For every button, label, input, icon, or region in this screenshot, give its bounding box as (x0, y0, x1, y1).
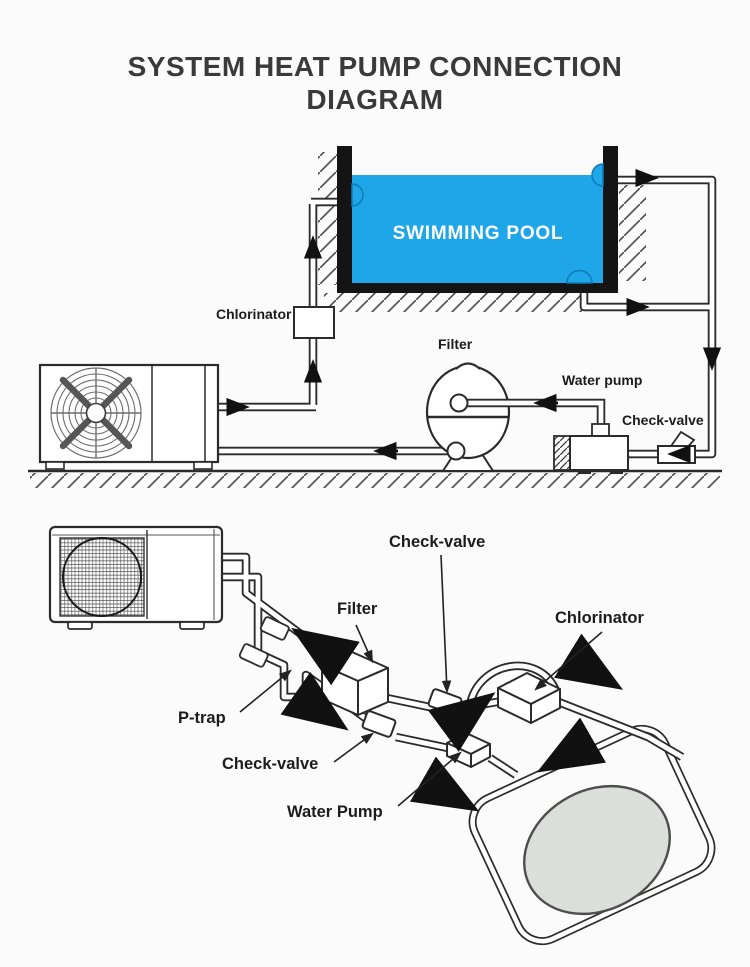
vent-grille (59, 537, 145, 617)
swimming-pool-label: SWIMMING POOL (392, 223, 564, 244)
label-p-trap: P-trap (178, 709, 226, 727)
outlet-jet-right (591, 163, 604, 187)
check-valve-fitting-bottom (361, 710, 397, 738)
water-pump-unit (553, 423, 629, 474)
heat-pump-unit-iso (48, 525, 224, 630)
label-chlorinator-top: Chlorinator (216, 306, 292, 322)
page-title-line2: DIAGRAM (306, 84, 444, 115)
label-filter-top: Filter (438, 336, 473, 352)
swimming-pool (337, 146, 618, 293)
filter-box-iso (321, 651, 389, 716)
flow-arrows (226, 168, 722, 464)
label-water-pump-iso: Water Pump (287, 803, 383, 821)
filter-port-bottom (446, 441, 466, 461)
chlorinator-box (293, 306, 335, 339)
heat-pump-unit (38, 363, 220, 470)
fan-icon (50, 367, 142, 459)
page-title: SYSTEM HEAT PUMP CONNECTION DIAGRAM (0, 50, 750, 116)
filter-port-top (449, 393, 469, 413)
label-check-valve-lower: Check-valve (222, 755, 319, 773)
label-leader-lines (239, 554, 603, 807)
pool-water-body (523, 784, 671, 916)
page-title-line1: SYSTEM HEAT PUMP CONNECTION (127, 51, 623, 82)
fan-icon (62, 537, 142, 617)
check-valve-fitting (657, 430, 696, 464)
flow-arrows (280, 627, 624, 812)
label-check-valve-upper: Check-valve (389, 533, 486, 551)
label-filter-iso: Filter (337, 600, 378, 618)
pool-wall-hatching (318, 152, 646, 312)
label-water-pump-top: Water pump (562, 372, 643, 388)
pool-inlet-jets (351, 163, 604, 284)
pipe-couplers (238, 616, 290, 668)
water-pump-iso (446, 732, 491, 768)
side-view-schematic (28, 146, 722, 488)
filter-tank (425, 362, 606, 472)
label-check-valve-top-diagram: Check-valve (622, 412, 704, 428)
bottom-drain (566, 269, 593, 284)
isometric-plumbing-view (48, 525, 716, 946)
inlet-jet-left (351, 183, 364, 207)
label-chlorinator-iso: Chlorinator (555, 609, 644, 627)
